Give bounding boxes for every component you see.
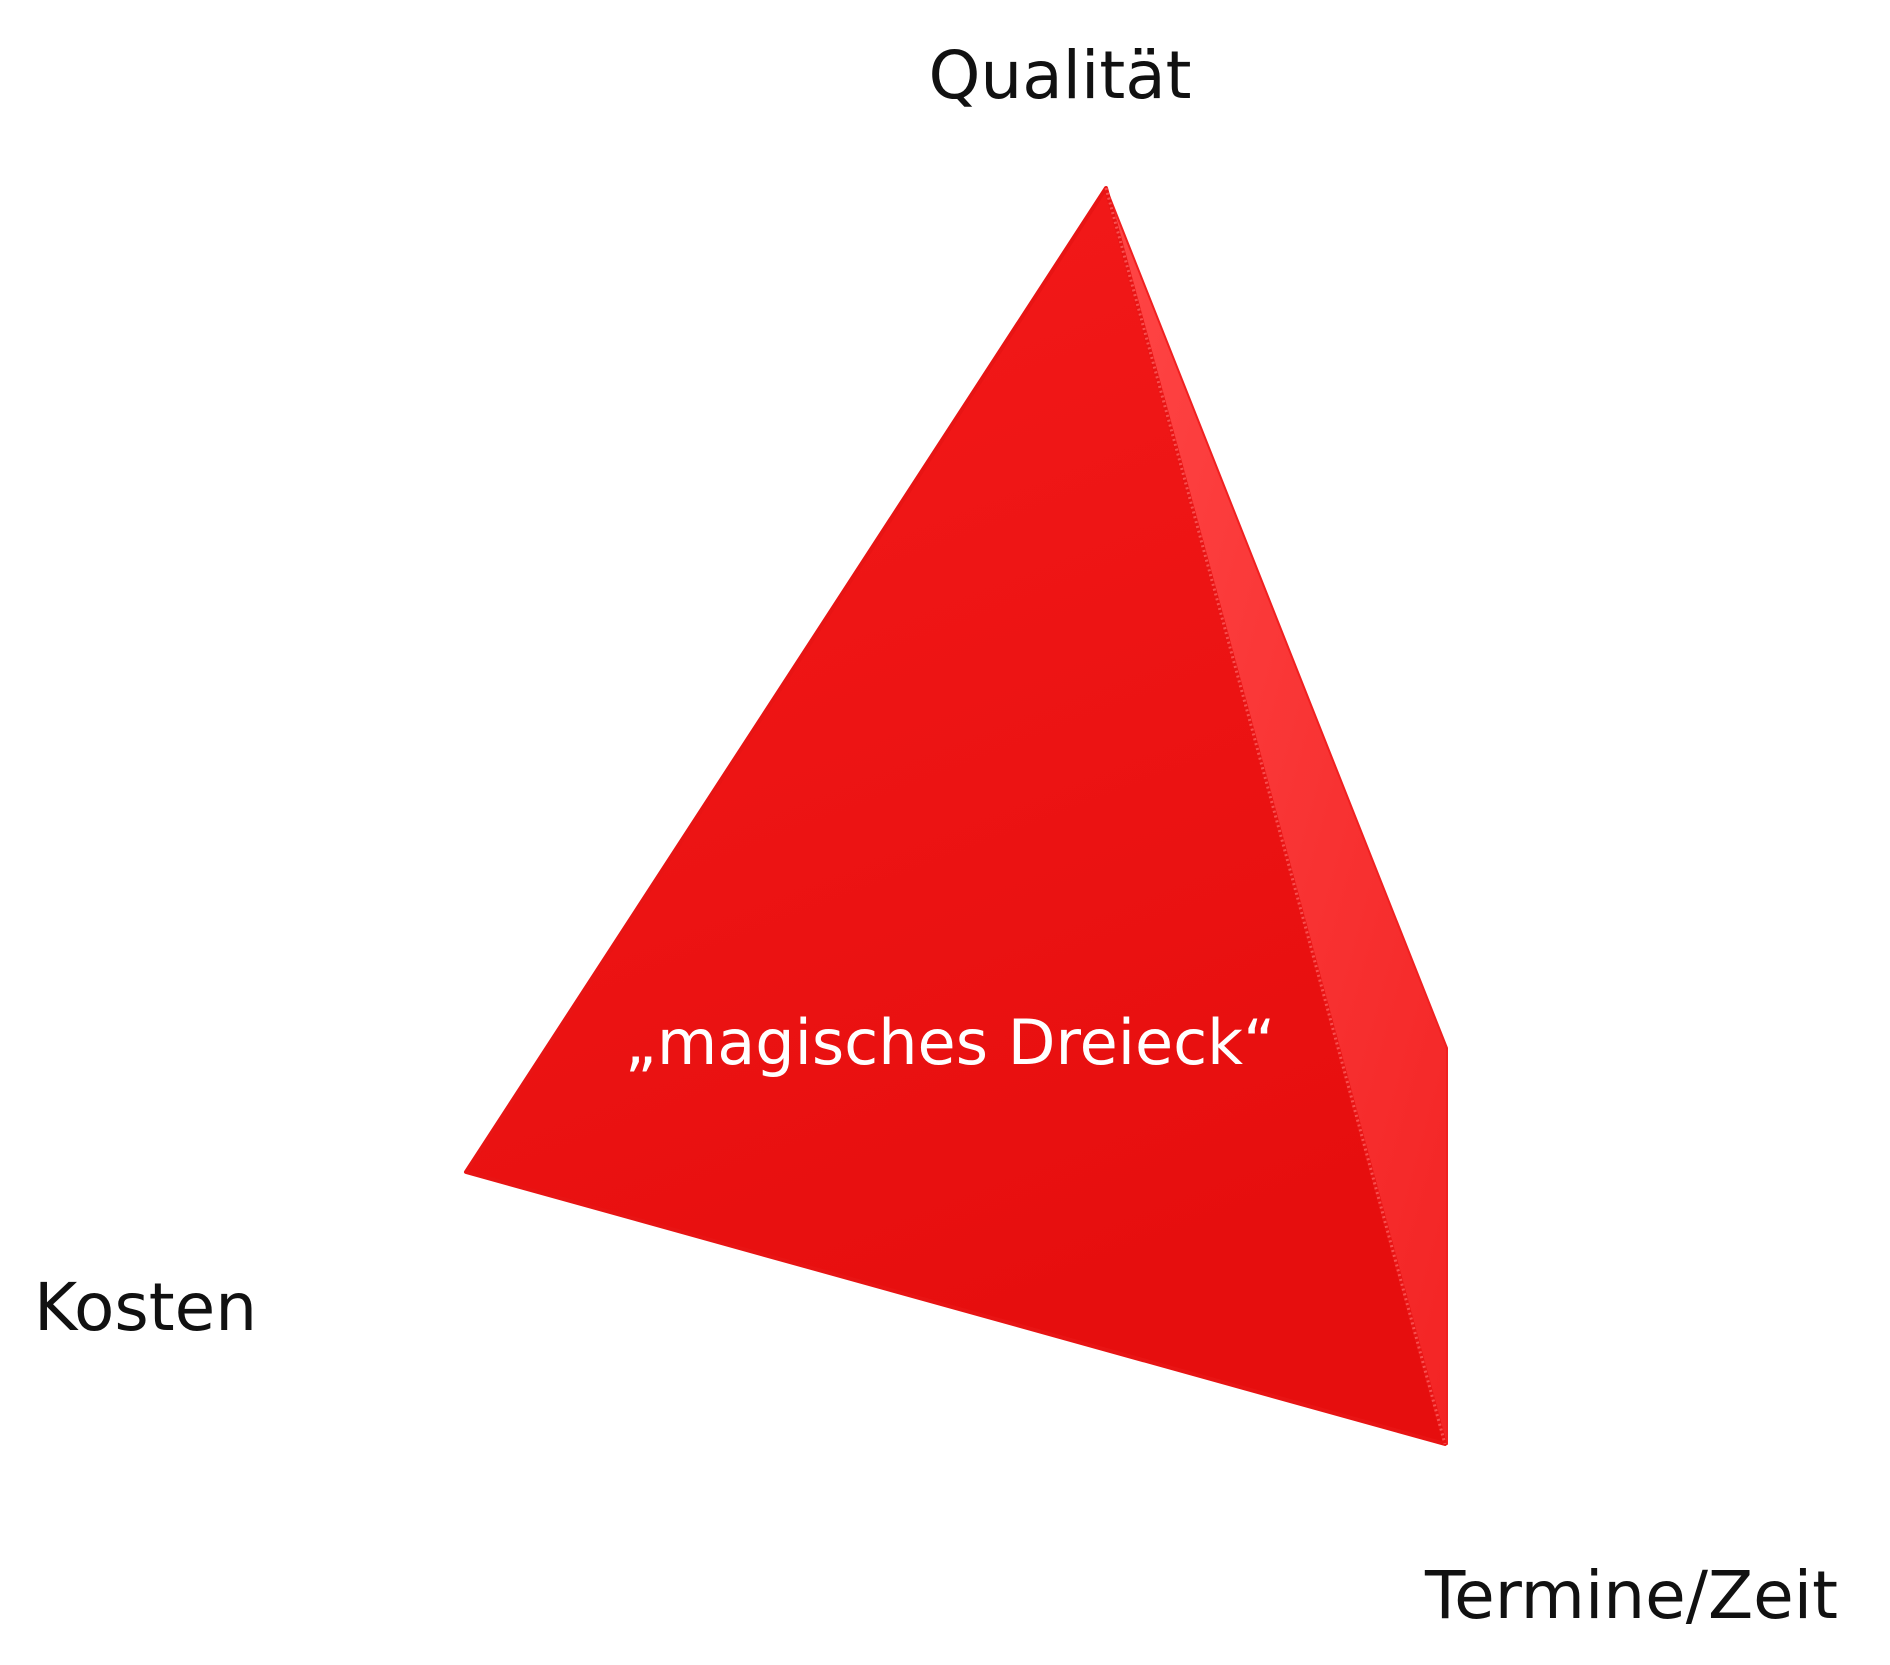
diagram-center-label: „magisches Dreieck“ xyxy=(625,1006,1275,1079)
vertex-label-left: Kosten xyxy=(34,1269,257,1346)
pyramid-edge xyxy=(1104,187,1447,1445)
vertex-label-top: Qualität xyxy=(928,37,1191,114)
vertex-label-right: Termine/Zeit xyxy=(1424,1557,1838,1634)
